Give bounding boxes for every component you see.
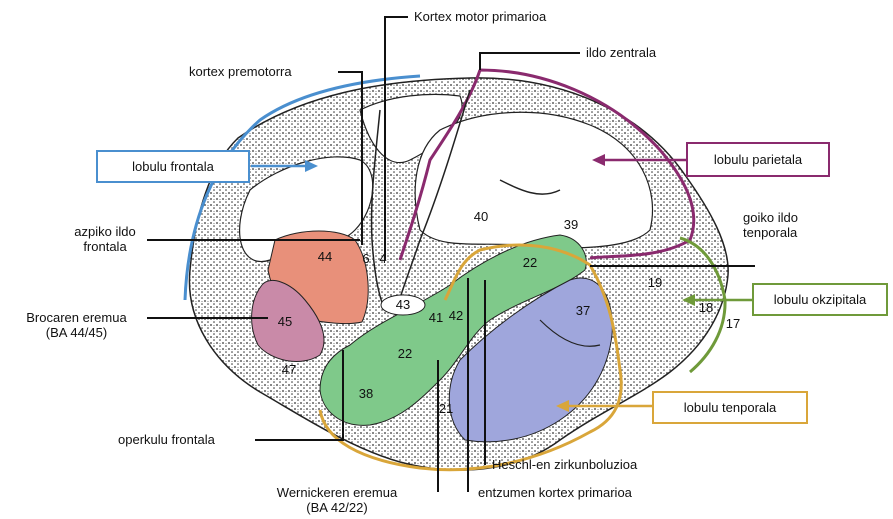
area-42: 42 — [449, 308, 463, 323]
label-sup-temporal-line1: goiko ildo — [743, 210, 798, 225]
label-sup-temporal-line2: tenporala — [743, 225, 798, 240]
lobe-occipital-box: lobulu okzipitala — [752, 283, 888, 316]
label-sup-frontal-line1: azpiko ildo — [50, 224, 160, 239]
area-18: 18 — [699, 300, 713, 315]
label-broca-line1: Brocaren eremua — [14, 310, 139, 325]
area-45-num: 45 — [278, 314, 292, 329]
area-38: 38 — [359, 386, 373, 401]
label-sup-frontal-line2: frontala — [50, 239, 160, 254]
lobe-temporal-box: lobulu tenporala — [652, 391, 808, 424]
label-heschl-gyrus: Heschl-en zirkunboluzioa — [492, 457, 637, 472]
area-41: 41 — [429, 310, 443, 325]
area-22-upper: 22 — [523, 255, 537, 270]
label-motor-cortex: Kortex motor primarioa — [414, 9, 546, 24]
area-43: 43 — [396, 297, 410, 312]
label-frontal-operculum: operkulu frontala — [118, 432, 215, 447]
label-premotor-cortex: kortex premotorra — [189, 64, 292, 79]
area-6: 6 — [362, 251, 369, 266]
area-22-lower: 22 — [398, 346, 412, 361]
label-central-sulcus: ildo zentrala — [586, 45, 656, 60]
lobe-frontal-box: lobulu frontala — [96, 150, 250, 183]
label-sup-frontal-sulcus: azpiko ildo frontala — [50, 224, 160, 254]
area-40: 40 — [474, 209, 488, 224]
label-wernicke-line2: (BA 42/22) — [247, 500, 427, 515]
area-37-num: 37 — [576, 303, 590, 318]
label-sup-temporal-sulcus: goiko ildo tenporala — [743, 210, 798, 240]
label-broca-line2: (BA 44/45) — [14, 325, 139, 340]
label-primary-auditory-cortex: entzumen kortex primarioa — [478, 485, 632, 500]
area-47: 47 — [282, 362, 296, 377]
label-wernicke-line1: Wernickeren eremua — [247, 485, 427, 500]
area-19: 19 — [648, 275, 662, 290]
area-17: 17 — [726, 316, 740, 331]
label-wernicke-area: Wernickeren eremua (BA 42/22) — [247, 485, 427, 515]
label-broca-area: Brocaren eremua (BA 44/45) — [14, 310, 139, 340]
area-44-num: 44 — [318, 249, 332, 264]
area-39: 39 — [564, 217, 578, 232]
area-21: 21 — [439, 401, 453, 416]
lobe-parietal-box: lobulu parietala — [686, 142, 830, 177]
